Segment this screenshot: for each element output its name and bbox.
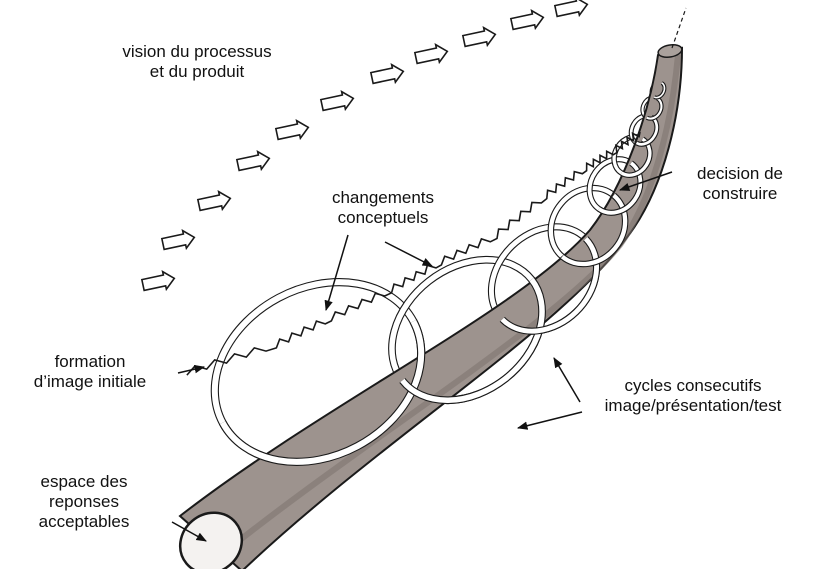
vision-label: vision du processus et du produit — [92, 42, 302, 82]
vision-arrow-icon — [197, 190, 232, 214]
vision-arrow-icon — [510, 9, 545, 33]
vision-arrow-icon — [275, 119, 310, 143]
cycles-label-line-2: image/présentation/test — [582, 396, 804, 416]
formation-label-line-1: formation — [10, 352, 170, 372]
formation-label-line-2: d’image initiale — [10, 372, 170, 392]
cycles-pointer-bottom — [518, 412, 582, 428]
decision-label: decision de construire — [680, 164, 800, 204]
changes-label-line-1: changements — [318, 188, 448, 208]
vision-label-line-1: vision du processus — [92, 42, 302, 62]
vision-arrow-icon — [161, 229, 196, 253]
acceptable-response-tube — [168, 8, 686, 569]
cycles-pointer-top — [554, 358, 580, 402]
changes-label: changements conceptuels — [318, 188, 448, 228]
cycles-label-line-1: cycles consecutifs — [582, 376, 804, 396]
vision-label-line-2: et du produit — [92, 62, 302, 82]
space-label-line-2: reponses — [14, 492, 154, 512]
formation-pointer — [178, 367, 204, 373]
changes-pointer-right — [385, 242, 432, 266]
decision-label-line-1: decision de — [680, 164, 800, 184]
decision-label-line-2: construire — [680, 184, 800, 204]
vision-arrow-icon — [141, 270, 176, 294]
changes-pointer-left — [326, 235, 348, 310]
vision-arrow-icon — [320, 90, 355, 114]
space-label-line-3: acceptables — [14, 512, 154, 532]
formation-label: formation d’image initiale — [10, 352, 170, 392]
vision-arrow-icon — [370, 63, 405, 87]
vision-arrow-icon — [236, 150, 271, 174]
space-label-line-1: espace des — [14, 472, 154, 492]
tube-axis-line — [672, 8, 686, 48]
space-label: espace des reponses acceptables — [14, 472, 154, 532]
vision-arrow-icon — [462, 26, 497, 50]
vision-arrow-icon — [414, 43, 449, 67]
changes-label-line-2: conceptuels — [318, 208, 448, 228]
cycles-label: cycles consecutifs image/présentation/te… — [582, 376, 804, 416]
vision-arrow-icon — [554, 0, 589, 20]
